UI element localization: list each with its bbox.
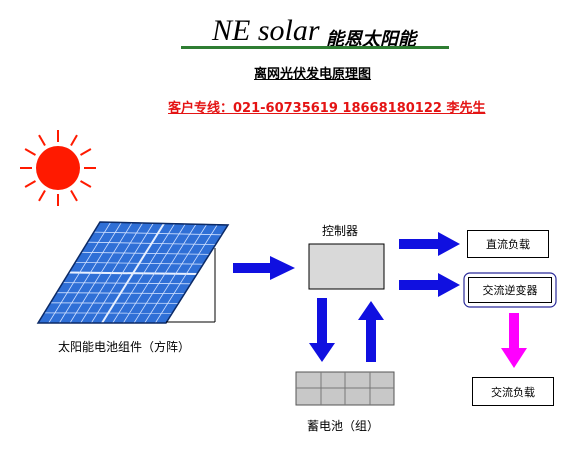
panel-cell-line xyxy=(112,223,176,324)
controller-box xyxy=(308,243,385,290)
panel-cell-line xyxy=(69,222,133,324)
panel-cell-line xyxy=(90,223,154,324)
solar-panel-icon xyxy=(36,221,230,324)
diagram-title: 离网光伏发电原理图 xyxy=(254,67,372,82)
arrow-controller-to-battery xyxy=(309,298,335,362)
arrow-battery-to-controller xyxy=(358,301,384,362)
panel-cell-line xyxy=(58,222,122,324)
inverter-outer-border xyxy=(463,272,557,308)
ac-load-box: 交流负载 xyxy=(472,377,554,406)
brand-name-en: NE solar xyxy=(212,14,320,47)
sun-ray xyxy=(24,180,36,188)
solar-panel-label: 太阳能电池组件（方阵） xyxy=(58,340,191,354)
panel-cell-line xyxy=(101,222,165,324)
arrow-panel-to-controller xyxy=(233,256,295,280)
panel-cell-line xyxy=(80,222,144,324)
arrow-to-dc-load xyxy=(399,232,460,256)
controller-label: 控制器 xyxy=(322,224,359,238)
sun-ray xyxy=(38,190,46,202)
sun-ray xyxy=(70,190,78,202)
panel-cell-line xyxy=(122,223,186,324)
arrow-to-inverter xyxy=(399,273,460,297)
sun-ray xyxy=(24,148,36,156)
customer-hotline: 客户专线：021-60735619 18668180122 李先生 xyxy=(168,101,486,116)
battery-bank-icon xyxy=(295,371,395,406)
sun-ray xyxy=(80,148,92,156)
brand-name-cn: 能恩太阳能 xyxy=(326,29,416,50)
arrow-inverter-to-ac-load xyxy=(501,313,527,368)
panel-cell-line xyxy=(48,222,112,324)
sun-ray xyxy=(80,180,92,188)
dc-load-box: 直流负载 xyxy=(467,230,549,258)
panel-cell-line xyxy=(133,224,197,324)
sun-ray xyxy=(38,134,46,146)
panel-cell-line xyxy=(144,224,208,324)
panel-cell-line xyxy=(154,224,218,324)
battery-label: 蓄电池（组） xyxy=(307,419,380,433)
sun-icon xyxy=(20,130,96,206)
brand-underline xyxy=(181,46,449,49)
sun-ray xyxy=(70,134,78,146)
inverter-box: 交流逆变器 xyxy=(468,277,552,303)
